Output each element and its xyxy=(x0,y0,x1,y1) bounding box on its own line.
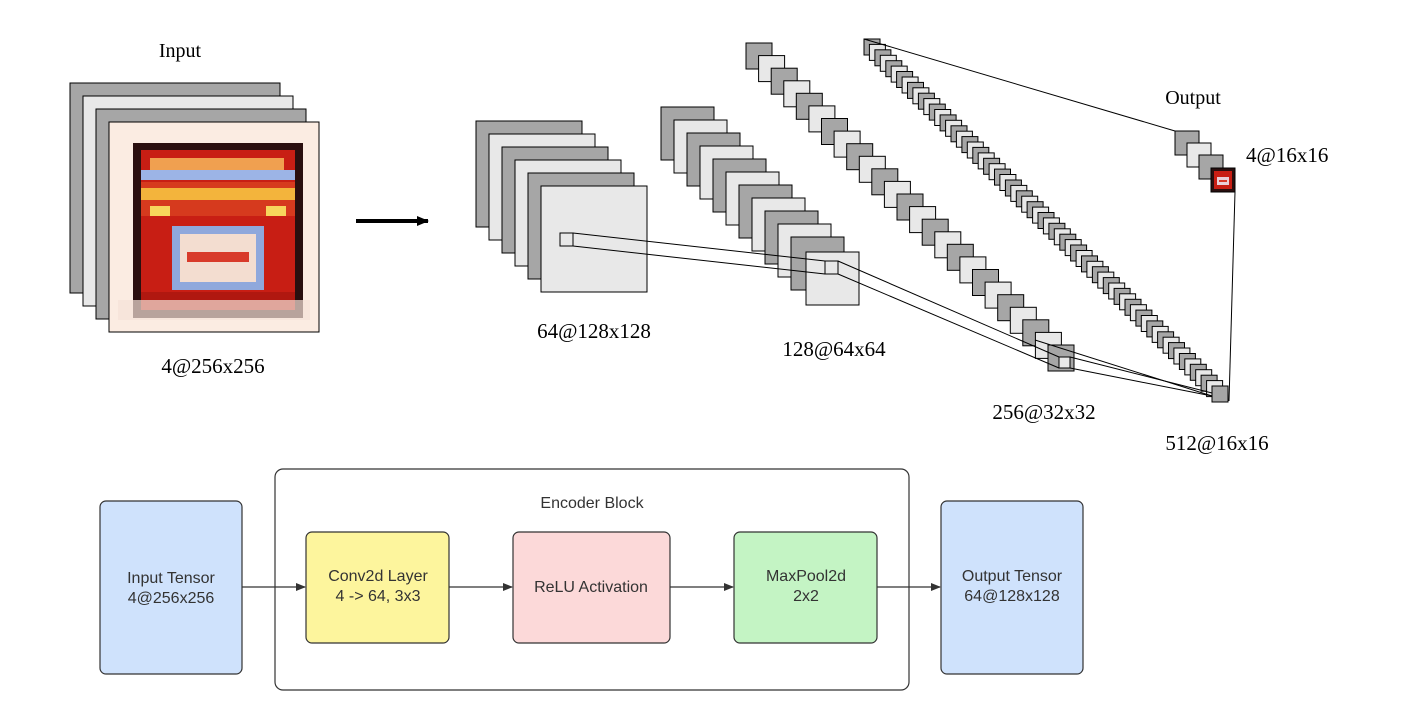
input-tensor-title: Input Tensor xyxy=(127,570,215,587)
relu-title: ReLU Activation xyxy=(534,579,648,596)
receptive-field-lines-3 xyxy=(1034,339,1213,397)
output-label: Output xyxy=(1165,87,1221,109)
conv2d-params: 4 -> 64, 3x3 xyxy=(336,588,421,605)
layer2-stack xyxy=(660,106,860,306)
conv2d-title: Conv2d Layer xyxy=(328,568,428,585)
encoder-block-title: Encoder Block xyxy=(540,495,644,512)
receptive-field-lines-2 xyxy=(837,260,1060,369)
conv2d-box[interactable]: Conv2d Layer 4 -> 64, 3x3 xyxy=(305,531,450,644)
maxpool-box[interactable]: MaxPool2d 2x2 xyxy=(733,531,878,644)
encoder-block-frame xyxy=(274,468,910,691)
layer3-stack xyxy=(745,42,1075,372)
layer1-caption: 64@128x128 xyxy=(537,319,651,343)
pixel-art-jar-icon xyxy=(118,143,310,320)
output-tensor-title: Output Tensor xyxy=(962,568,1063,585)
layer2-caption: 128@64x64 xyxy=(782,337,886,361)
input-caption: 4@256x256 xyxy=(161,354,264,378)
layer4-caption: 512@16x16 xyxy=(1165,431,1268,455)
input-tensor-box[interactable]: Input Tensor 4@256x256 xyxy=(99,500,243,675)
receptive-field-lines-1 xyxy=(572,232,826,275)
output-connection-lines xyxy=(863,38,1236,402)
layer4-stack xyxy=(863,38,1229,403)
output-caption: 4@16x16 xyxy=(1246,143,1328,167)
input-tensor-shape: 4@256x256 xyxy=(128,590,215,607)
relu-box[interactable]: ReLU Activation xyxy=(512,531,671,644)
output-tensor-box[interactable]: Output Tensor 64@128x128 xyxy=(940,500,1084,675)
receptive-window xyxy=(1058,356,1071,369)
layer3-caption: 256@32x32 xyxy=(992,400,1095,424)
maxpool-params: 2x2 xyxy=(793,588,819,605)
layer1-stack xyxy=(475,120,648,293)
feature-map xyxy=(1211,385,1229,403)
input-label: Input xyxy=(159,40,202,62)
output-tensor-shape: 64@128x128 xyxy=(964,588,1060,605)
output-stack xyxy=(1174,130,1236,193)
maxpool-title: MaxPool2d xyxy=(766,568,846,585)
